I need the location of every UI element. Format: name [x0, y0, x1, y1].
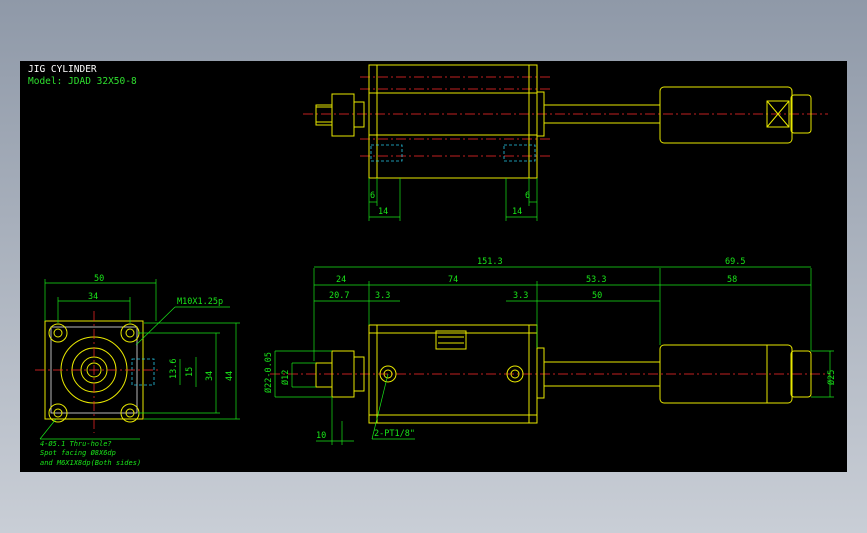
side-dim-58: 58 [727, 275, 737, 285]
side-dim-10: 10 [316, 431, 326, 441]
side-dim-phi25: Ø25 [826, 370, 837, 385]
top-dim-14-left: 14 [378, 207, 388, 217]
side-view: 151.3 69.5 24 74 53.3 58 20.7 3.3 3.3 50 [263, 257, 837, 445]
side-dim-phi22: Ø22-0.05 [263, 352, 274, 393]
side-dim-151-3: 151.3 [477, 257, 503, 267]
top-dim-6-left: 6 [370, 191, 375, 201]
end-dim-34-side: 34 [205, 371, 215, 381]
end-dim-15: 15 [185, 367, 195, 377]
port-label: 2-PT1/8" [374, 429, 415, 439]
title-block: JIG CYLINDER Model: JDAD 32X50-8 [28, 64, 137, 88]
hole-note-3: and M6X1X8dp(Both sides) [40, 459, 141, 467]
top-dim-14-right: 14 [512, 207, 522, 217]
side-dim-phi12: Ø12 [280, 370, 291, 385]
side-dim-3-3-left: 3.3 [375, 291, 390, 301]
hole-note-1: 4-Ø5.1 Thru-hole? [40, 440, 112, 448]
cad-viewport[interactable]: JIG CYLINDER Model: JDAD 32X50-8 [20, 61, 847, 472]
drawing-title: JIG CYLINDER [28, 64, 97, 75]
cad-drawing: 6 14 6 14 [35, 64, 837, 467]
top-view: 6 14 6 14 [303, 64, 828, 221]
end-dim-13-6: 13.6 [169, 359, 179, 379]
side-dim-24: 24 [336, 275, 346, 285]
side-dim-20-7: 20.7 [329, 291, 349, 301]
end-dim-34-top: 34 [88, 292, 98, 302]
end-dim-44: 44 [225, 371, 235, 381]
top-dim-6-right: 6 [525, 191, 530, 201]
end-dim-50: 50 [94, 274, 104, 284]
end-view: 50 34 13.6 15 34 44 M10X1.25p 4-Ø5.1 Thr… [35, 274, 240, 467]
nameplate [435, 330, 467, 350]
side-dim-53-3: 53.3 [586, 275, 606, 285]
model-label: Model: JDAD 32X50-8 [28, 76, 137, 87]
hole-note-2: Spot facing Ø8X6dp [40, 449, 116, 457]
side-dim-69-5: 69.5 [725, 257, 745, 267]
side-dim-3-3-right: 3.3 [513, 291, 528, 301]
thread-label: M10X1.25p [177, 297, 223, 307]
side-dim-50: 50 [592, 291, 602, 301]
side-dim-74: 74 [448, 275, 458, 285]
